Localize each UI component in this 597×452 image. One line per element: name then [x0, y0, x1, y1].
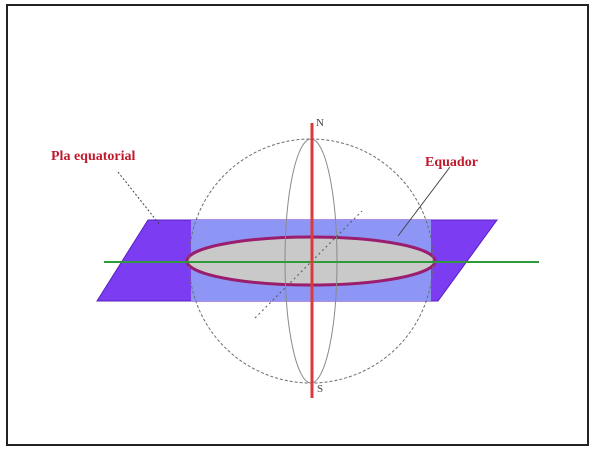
oblique-diameter	[254, 210, 363, 319]
plane-label-pointer	[117, 171, 161, 226]
south-pole-label: S	[317, 383, 323, 395]
equator-label-pointer	[397, 166, 451, 237]
plane-label: Pla equatorial	[51, 149, 135, 164]
equator-label: Equador	[425, 155, 478, 170]
north-pole-label: N	[316, 117, 324, 129]
